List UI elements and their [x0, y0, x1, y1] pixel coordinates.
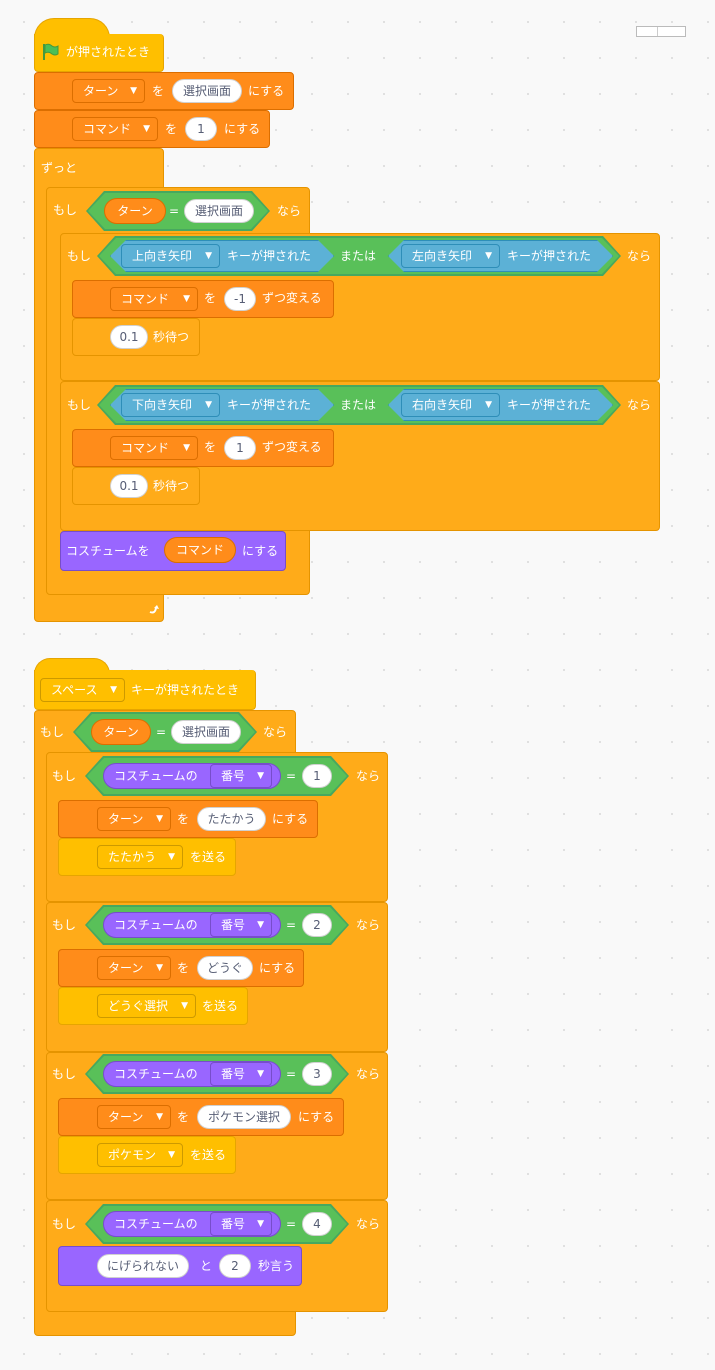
to-label: を — [177, 812, 190, 826]
broadcast-message-dropdown[interactable]: どうぐ選択▼ — [97, 994, 196, 1018]
equals-sign: = — [286, 1067, 297, 1081]
change-value-field[interactable]: 1 — [224, 436, 256, 460]
to-label: を — [177, 1110, 190, 1124]
then-label: なら — [263, 725, 288, 739]
change-suffix: ずつ変える — [262, 440, 322, 454]
then-label: なら — [627, 249, 652, 263]
turn-value-field[interactable]: どうぐ — [197, 956, 253, 980]
or-label: または — [340, 249, 377, 263]
if-label: もし — [40, 725, 65, 739]
costume-num-field[interactable]: 3 — [302, 1062, 332, 1086]
equals-sign: = — [169, 204, 180, 218]
costume-num-field[interactable]: 1 — [302, 764, 332, 788]
turn-reporter[interactable]: ターン — [104, 198, 166, 224]
set-suffix: にする — [224, 122, 261, 136]
command-var-dropdown[interactable]: コマンド▼ — [110, 436, 198, 460]
to-label: を — [165, 122, 178, 136]
then-label: なら — [356, 1217, 381, 1231]
to-label: を — [152, 84, 165, 98]
turn-var-dropdown[interactable]: ターン▼ — [72, 79, 145, 103]
if-label: もし — [67, 249, 92, 263]
command-reporter[interactable]: コマンド — [164, 537, 236, 563]
key-pressed-label: キーが押された — [507, 249, 592, 263]
key-dropdown[interactable]: スペース▼ — [40, 678, 125, 702]
turn-var-dropdown[interactable]: ターン▼ — [97, 807, 171, 831]
change-suffix: ずつ変える — [262, 291, 322, 305]
change-value-field[interactable]: -1 — [224, 287, 256, 311]
by-label: を — [204, 440, 217, 454]
hat-label: キーが押されたとき — [131, 683, 240, 697]
key-right-dropdown[interactable]: 右向き矢印▼ — [401, 393, 500, 417]
wait-seconds-field[interactable]: 0.1 — [110, 474, 148, 498]
equals-sign: = — [286, 769, 297, 783]
forever-label: ずっと — [41, 161, 78, 175]
broadcast-block[interactable] — [58, 838, 236, 876]
turn-reporter[interactable]: ターン — [91, 719, 151, 745]
costume-num-field[interactable]: 4 — [302, 1212, 332, 1236]
set-suffix: にする — [272, 812, 309, 826]
by-label: を — [204, 291, 217, 305]
turn-var-dropdown[interactable]: ターン▼ — [97, 956, 171, 980]
equals-sign: = — [286, 1217, 297, 1231]
command-value-field[interactable]: 1 — [185, 117, 217, 141]
or-label: または — [340, 398, 377, 412]
turn-value-field[interactable]: 選択画面 — [184, 199, 254, 223]
key-pressed-label: キーが押された — [227, 249, 312, 263]
and-label: と — [200, 1259, 213, 1273]
turn-value-field[interactable]: ポケモン選択 — [197, 1105, 291, 1129]
command-var-dropdown[interactable]: コマンド▼ — [72, 117, 158, 141]
say-suffix: 秒言う — [258, 1259, 295, 1273]
turn-value-field[interactable]: 選択画面 — [172, 79, 242, 103]
command-var-dropdown[interactable]: コマンド▼ — [110, 287, 198, 311]
broadcast-suffix: を送る — [190, 1148, 227, 1162]
broadcast-block[interactable] — [58, 987, 248, 1025]
switch-costume-suffix: にする — [242, 544, 279, 558]
costume-num-field[interactable]: 2 — [302, 913, 332, 937]
green-flag-icon — [40, 42, 60, 66]
costume-prop-dropdown[interactable]: 番号▼ — [210, 1212, 272, 1236]
say-secs-field[interactable]: 2 — [219, 1254, 251, 1278]
turn-value-field[interactable]: 選択画面 — [171, 720, 241, 744]
costume-prop-dropdown[interactable]: 番号▼ — [210, 764, 272, 788]
key-up-dropdown[interactable]: 上向き矢印▼ — [121, 244, 220, 268]
set-suffix: にする — [298, 1110, 335, 1124]
hat-label: が押されたとき — [66, 45, 151, 59]
key-left-dropdown[interactable]: 左向き矢印▼ — [401, 244, 500, 268]
key-pressed-label: キーが押された — [227, 398, 312, 412]
then-label: なら — [356, 1067, 381, 1081]
if-label: もし — [52, 1067, 77, 1081]
to-label: を — [177, 961, 190, 975]
switch-costume-label: コスチュームを — [66, 544, 150, 558]
then-label: なら — [277, 204, 302, 218]
equals-sign: = — [156, 725, 167, 739]
if-label: もし — [52, 769, 77, 783]
broadcast-message-dropdown[interactable]: たたかう▼ — [97, 845, 183, 869]
wait-seconds-field[interactable]: 0.1 — [110, 325, 148, 349]
if-label: もし — [52, 918, 77, 932]
say-text-field[interactable]: にげられない — [97, 1254, 189, 1278]
costume-prop-dropdown[interactable]: 番号▼ — [210, 1062, 272, 1086]
key-down-dropdown[interactable]: 下向き矢印▼ — [121, 393, 220, 417]
key-pressed-label: キーが押された — [507, 398, 592, 412]
broadcast-message-dropdown[interactable]: ポケモン▼ — [97, 1143, 183, 1167]
if-label: もし — [67, 398, 92, 412]
wait-suffix: 秒待つ — [153, 330, 190, 344]
then-label: なら — [627, 398, 652, 412]
then-label: なら — [356, 918, 381, 932]
costume-prop-dropdown[interactable]: 番号▼ — [210, 913, 272, 937]
equals-sign: = — [286, 918, 297, 932]
if-label: もし — [53, 203, 78, 217]
broadcast-suffix: を送る — [190, 850, 227, 864]
costume-number-reporter[interactable]: コスチュームの — [103, 1061, 281, 1087]
loop-arrow-icon — [148, 601, 160, 620]
minimap — [636, 26, 686, 37]
turn-value-field[interactable]: たたかう — [197, 807, 266, 831]
wait-suffix: 秒待つ — [153, 479, 190, 493]
if-label: もし — [52, 1217, 77, 1231]
set-suffix: にする — [259, 961, 296, 975]
set-suffix: にする — [248, 84, 285, 98]
then-label: なら — [356, 769, 381, 783]
turn-var-dropdown[interactable]: ターン▼ — [97, 1105, 171, 1129]
broadcast-suffix: を送る — [202, 999, 239, 1013]
